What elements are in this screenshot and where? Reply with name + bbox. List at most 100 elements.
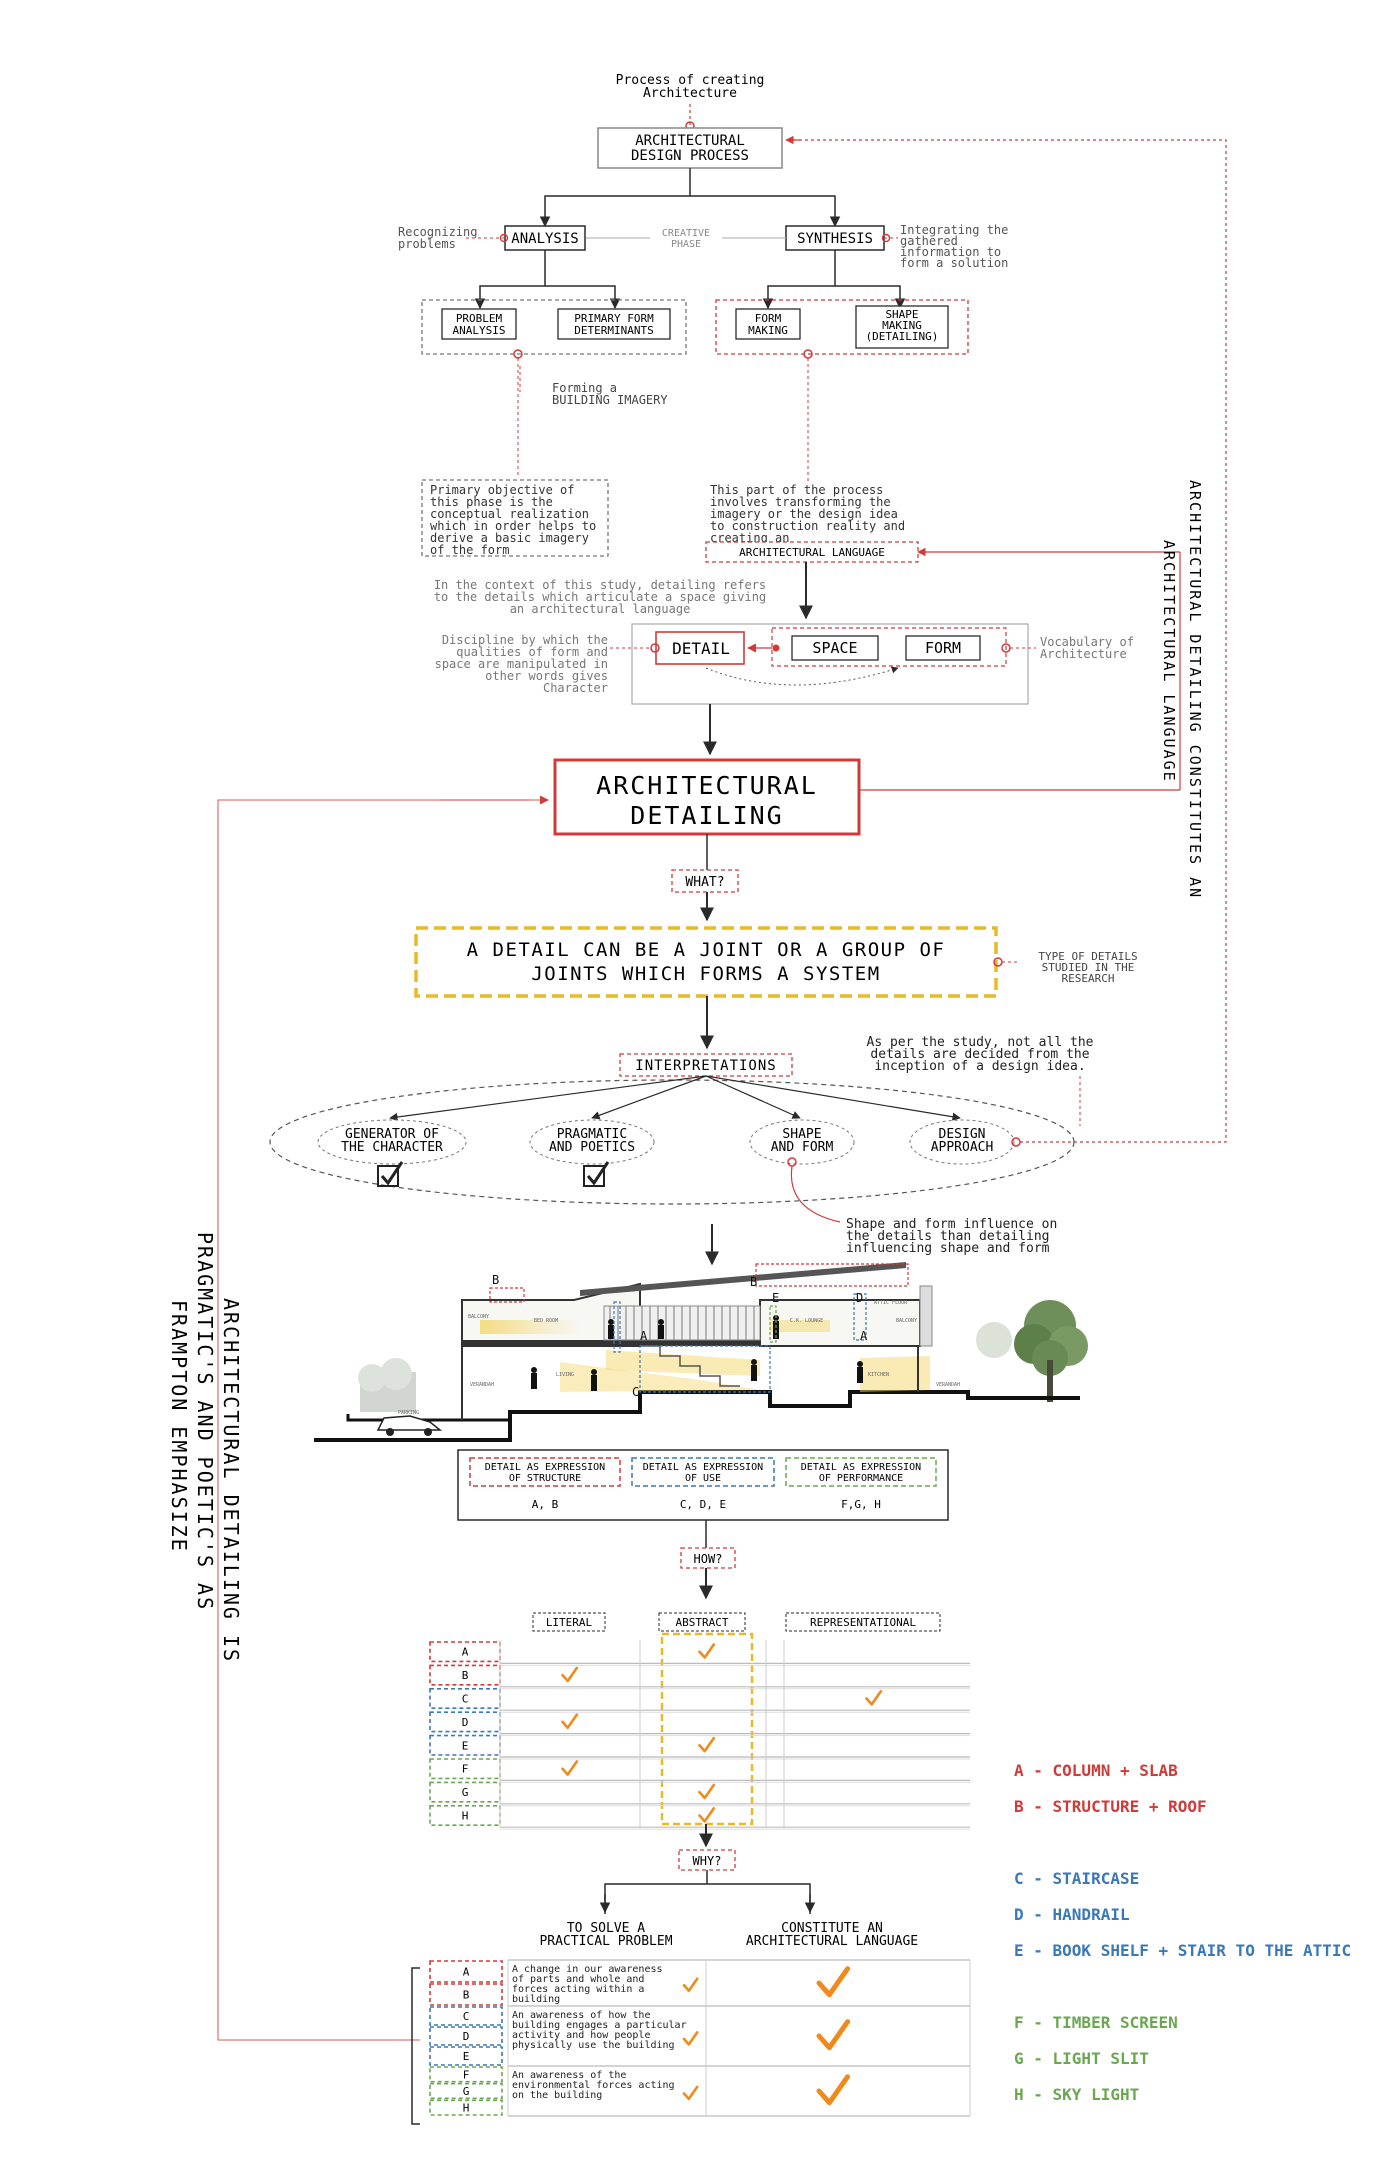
how-box	[680, 1547, 736, 1569]
process-note-line2: Architecture	[643, 86, 737, 101]
forming-imagery-line2: BUILDING IMAGERY	[552, 393, 668, 407]
arch-detailing-line2: DETAILING	[630, 801, 783, 830]
how-header-abstract: ABSTRACT	[658, 1612, 746, 1632]
shape-note-line3: influencing shape and form	[846, 1241, 1050, 1256]
process-note: Process of creating Architecture	[616, 73, 765, 101]
definition-box	[414, 926, 998, 998]
section-letter-a2: A	[860, 1329, 868, 1343]
how-row-letter: E	[462, 1739, 469, 1752]
discipline-note-line4: other words gives	[485, 669, 608, 683]
shape-note-line2: the details than detailing	[846, 1229, 1050, 1244]
what-box	[671, 869, 739, 893]
how-row: F	[429, 1758, 970, 1783]
room-label-verandah1: VERANDAH	[470, 1382, 494, 1388]
room-label-balcony1: BALCONY	[468, 1314, 489, 1320]
room-label-lounge: C.K. LOUNGE	[790, 1318, 823, 1324]
why-row-letter-box	[429, 2066, 503, 2083]
context-note-line1: In the context of this study, detailing …	[434, 578, 766, 592]
expression-structure-letters: A, B	[532, 1498, 559, 1511]
why-check-large-icon	[816, 2074, 851, 2106]
why-row-letter-box	[429, 2099, 503, 2116]
left-vertical-line3: FRAMPTON EMPHASIZE	[167, 1300, 191, 1553]
room-label-verandah2: VERANDAH	[936, 1382, 960, 1388]
right-vertical-line1: ARCHITECTURAL DETAILING CONSTITUTES AN	[1186, 480, 1204, 899]
how-check-icon	[865, 1690, 883, 1706]
primary-form-line1: PRIMARY FORM	[574, 312, 654, 325]
how-row: B	[429, 1664, 970, 1690]
why-check-small-icon	[682, 2031, 699, 2046]
synthesis-group	[715, 299, 969, 355]
this-part-line1: This part of the process	[710, 483, 883, 497]
expression-structure-box	[469, 1457, 621, 1487]
dsf-outer-box	[631, 623, 1029, 705]
room-label-balcony2: BALCONY	[896, 1318, 917, 1324]
legend-item: F - TIMBER SCREEN	[1014, 2013, 1178, 2032]
study-note-line1: As per the study, not all the	[867, 1035, 1094, 1050]
how-header-literal: LITERAL	[532, 1612, 606, 1632]
shape-making-line1: SHAPE	[885, 308, 918, 321]
legend-item: B - STRUCTURE + ROOF	[1014, 1797, 1207, 1816]
section-letter-a1: A	[640, 1329, 648, 1343]
why-row-letter: H	[463, 2102, 470, 2115]
interp-design: DESIGN APPROACH	[909, 1119, 1015, 1165]
section-letter-b2: B	[750, 1275, 757, 1289]
detail-box	[655, 631, 745, 665]
how-check-icon	[698, 1807, 716, 1823]
analysis-group	[421, 299, 687, 355]
how-row: A	[429, 1641, 970, 1666]
how-check-icon	[698, 1783, 716, 1800]
how-check-icon	[698, 1643, 716, 1659]
interp-shape: SHAPE AND FORM	[749, 1119, 855, 1165]
arch-language-label: ARCHITECTURAL LANGUAGE	[739, 546, 885, 559]
this-part-line2: involves transforming the	[710, 495, 891, 509]
left-vertical-line1: ARCHITECTURAL DETAILING IS	[219, 1298, 243, 1663]
why-check-large-icon	[816, 2019, 851, 2051]
how-check-icon	[561, 1760, 579, 1776]
discipline-note-line2: qualities of form and	[456, 645, 608, 659]
context-note-line2: to the details which articulate a space …	[434, 590, 766, 604]
building-section: B A B E D A C BALCONY BED ROOM LIVING VE…	[314, 1262, 1088, 1442]
what-label: WHAT?	[685, 875, 724, 890]
why-row-text: An awareness of the	[512, 2070, 626, 2081]
primary-objective-line1: Primary objective of	[430, 483, 575, 497]
how-row: D	[429, 1711, 970, 1737]
why-bracket	[411, 1967, 420, 2125]
left-vertical-line2: PRAGMATIC'S AND POETIC'S AS	[193, 1232, 217, 1611]
how-row: E	[429, 1734, 970, 1760]
form-label: FORM	[925, 639, 961, 657]
how-check-icon	[698, 1736, 716, 1753]
problem-analysis-line2: ANALYSIS	[453, 324, 506, 337]
why-check-small-icon	[682, 2085, 699, 2101]
interp-shape-line1: SHAPE	[782, 1127, 821, 1142]
how-check-icon	[561, 1666, 579, 1683]
creative-phase-line1: CREATIVE	[662, 228, 710, 239]
why-check-large-icon	[816, 1966, 851, 1998]
why-label: WHY?	[693, 1854, 722, 1868]
expression-use-letters: C, D, E	[680, 1498, 726, 1511]
detail-label: DETAIL	[672, 639, 730, 658]
problem-analysis-line1: PROBLEM	[456, 312, 503, 325]
arch-detailing-line1: ARCHITECTURAL	[596, 771, 818, 800]
primary-objective-line5: derive a basic imagery	[430, 531, 589, 545]
this-part-line4: to construction reality and	[710, 519, 905, 533]
room-label-bedroom: BED ROOM	[534, 1318, 558, 1324]
why-row-letter: B	[463, 1989, 470, 2002]
recognizing-line1: Recognizing	[398, 225, 477, 239]
why-row-letter: D	[463, 2030, 470, 2043]
how-row-letter: G	[462, 1786, 469, 1799]
type-note-line2: STUDIED IN THE	[1042, 961, 1135, 974]
problem-analysis-box	[441, 308, 517, 340]
design-process-line1: ARCHITECTURAL	[635, 133, 745, 149]
how-row-letter: F	[462, 1763, 469, 1776]
why-row-letter: A	[463, 1966, 470, 1979]
type-note-line3: RESEARCH	[1062, 972, 1115, 985]
why-row-text: building	[512, 1994, 560, 2005]
why-row-text: on the building	[512, 2090, 602, 2101]
process-note-line1: Process of creating	[616, 73, 765, 88]
form-making-line1: FORM	[755, 312, 782, 325]
type-note-line1: TYPE OF DETAILS	[1038, 950, 1137, 963]
how-header-representational: REPRESENTATIONAL	[785, 1612, 941, 1632]
